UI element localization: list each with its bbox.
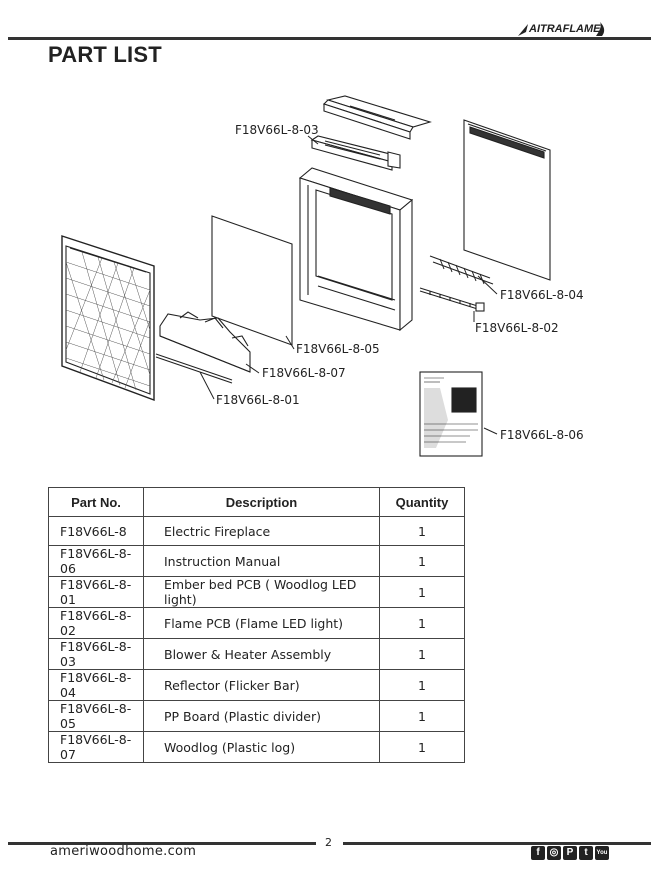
part-number-cell: F18V66L-8-01 (48, 576, 144, 608)
facebook-icon[interactable]: f (531, 846, 545, 860)
quantity-cell: 1 (379, 516, 465, 546)
callout-f18v66l-8-02: F18V66L-8-02 (475, 321, 559, 335)
column-header-part-no: Part No. (48, 487, 144, 517)
table-row: F18V66L-8-04 Reflector (Flicker Bar) 1 (48, 669, 465, 701)
description-cell: Electric Fireplace (143, 516, 380, 546)
instruction-manual (419, 371, 483, 457)
quantity-cell: 1 (379, 669, 465, 701)
back-panel (463, 119, 551, 281)
social-icons: f ◎ P t You (531, 846, 609, 860)
table-row: F18V66L-8-02 Flame PCB (Flame LED light)… (48, 607, 465, 639)
description-cell: Ember bed PCB ( Woodlog LED light) (143, 576, 380, 608)
header-rule (8, 37, 651, 40)
table-row: F18V66L-8-03 Blower & Heater Assembly 1 (48, 638, 465, 670)
description-cell: PP Board (Plastic divider) (143, 700, 380, 732)
quantity-cell: 1 (379, 731, 465, 763)
callout-f18v66l-8-01: F18V66L-8-01 (216, 393, 300, 407)
footer-rule-right (343, 842, 651, 845)
table-row: F18V66L-8-07 Woodlog (Plastic log) 1 (48, 731, 465, 763)
quantity-cell: 1 (379, 576, 465, 608)
description-cell: Instruction Manual (143, 545, 380, 577)
parts-table: Part No. Description Quantity F18V66L-8 … (48, 487, 465, 763)
exploded-diagram (61, 95, 551, 457)
column-header-quantity: Quantity (379, 487, 465, 517)
youtube-icon[interactable]: You (595, 846, 609, 860)
page-title: PART LIST (48, 42, 162, 67)
quantity-cell: 1 (379, 638, 465, 670)
table-row: F18V66L-8-01 Ember bed PCB ( Woodlog LED… (48, 576, 465, 608)
woodlog (159, 311, 251, 373)
description-cell: Blower & Heater Assembly (143, 638, 380, 670)
ember-bed-pcb (155, 353, 233, 384)
part-number-cell: F18V66L-8 (48, 516, 144, 546)
quantity-cell: 1 (379, 700, 465, 732)
brand-name: AITRAFLAME (529, 23, 601, 35)
quantity-cell: 1 (379, 607, 465, 639)
description-cell: Reflector (Flicker Bar) (143, 669, 380, 701)
table-row: F18V66L-8 Electric Fireplace 1 (48, 516, 465, 546)
part-number-cell: F18V66L-8-05 (48, 700, 144, 732)
footer-rule-left (8, 842, 316, 845)
reflector-flicker-bar (429, 255, 494, 285)
part-number-cell: F18V66L-8-07 (48, 731, 144, 763)
fireplace-body (298, 167, 414, 332)
quantity-cell: 1 (379, 545, 465, 577)
callout-f18v66l-8-04: F18V66L-8-04 (500, 288, 584, 302)
part-number-cell: F18V66L-8-03 (48, 638, 144, 670)
twitter-icon[interactable]: t (579, 846, 593, 860)
brand-flame-logo-icon (518, 22, 605, 36)
part-number-cell: F18V66L-8-04 (48, 669, 144, 701)
callout-f18v66l-8-03: F18V66L-8-03 (235, 123, 319, 137)
table-header-row: Part No. Description Quantity (48, 487, 465, 517)
front-screen (61, 235, 155, 402)
top-cover (322, 95, 432, 140)
part-number-cell: F18V66L-8-06 (48, 545, 144, 577)
flame-pcb (419, 287, 485, 312)
part-number-cell: F18V66L-8-02 (48, 607, 144, 639)
description-cell: Woodlog (Plastic log) (143, 731, 380, 763)
table-row: F18V66L-8-05 PP Board (Plastic divider) … (48, 700, 465, 732)
pinterest-icon[interactable]: P (563, 846, 577, 860)
callout-f18v66l-8-07: F18V66L-8-07 (262, 366, 346, 380)
table-row: F18V66L-8-06 Instruction Manual 1 (48, 545, 465, 577)
blower-heater-assembly (310, 135, 401, 171)
website-link[interactable]: ameriwoodhome.com (50, 844, 197, 859)
instagram-icon[interactable]: ◎ (547, 846, 561, 860)
description-cell: Flame PCB (Flame LED light) (143, 607, 380, 639)
callout-f18v66l-8-06: F18V66L-8-06 (500, 428, 584, 442)
page-number: 2 (325, 836, 332, 849)
column-header-description: Description (143, 487, 380, 517)
callout-f18v66l-8-05: F18V66L-8-05 (296, 342, 380, 356)
